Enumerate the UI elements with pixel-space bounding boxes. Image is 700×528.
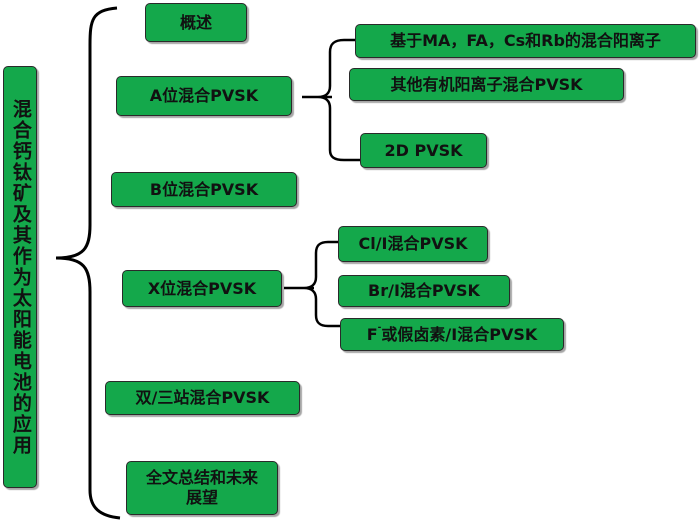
a-site-child-mixed-cation-label: 基于MA，FA，Cs和Rb的混合阳离子 bbox=[390, 31, 661, 50]
branch-a-site: A位混合PVSK bbox=[116, 76, 292, 116]
branch-b-site: B位混合PVSK bbox=[111, 172, 297, 207]
branch-a-site-label: A位混合PVSK bbox=[149, 86, 259, 105]
a-site-child-2d: 2D PVSK bbox=[360, 133, 487, 168]
x-site-child-br-i-label: Br/I混合PVSK bbox=[368, 281, 480, 300]
branch-b-site-label: B位混合PVSK bbox=[149, 179, 259, 199]
a-site-child-2d-label: 2D PVSK bbox=[384, 140, 463, 160]
branch-x-site: X位混合PVSK bbox=[122, 270, 282, 307]
a-site-child-organic: 其他有机阳离子混合PVSK bbox=[349, 68, 624, 101]
main-bracket bbox=[55, 6, 121, 520]
x-site-child-cl-i: Cl/I混合PVSK bbox=[338, 226, 488, 262]
f-text: F bbox=[366, 324, 378, 344]
root-topic: 混合钙钛矿及其作为太阳能电池的应用 bbox=[3, 66, 37, 488]
a-site-child-organic-label: 其他有机阳离子混合PVSK bbox=[390, 74, 583, 94]
branch-overview-label: 概述 bbox=[179, 12, 212, 32]
branch-dual-triple-label: 双/三站混合PVSK bbox=[135, 388, 270, 407]
branch-dual-triple: 双/三站混合PVSK bbox=[105, 381, 300, 415]
minus-superscript: - bbox=[377, 322, 382, 333]
pseudohalide-text: 或假卤素/I混合PVSK bbox=[381, 324, 538, 344]
branch-summary: 全文总结和未来展望 bbox=[126, 461, 278, 515]
x-site-bracket bbox=[284, 240, 340, 328]
a-site-child-mixed-cation: 基于MA，FA，Cs和Rb的混合阳离子 bbox=[355, 24, 696, 58]
x-site-child-f-pseudohalide: F-或假卤素/I混合PVSK bbox=[340, 318, 564, 351]
x-site-child-f-pseudohalide-label: F-或假卤素/I混合PVSK bbox=[366, 322, 538, 345]
x-site-child-br-i: Br/I混合PVSK bbox=[338, 275, 510, 307]
x-site-child-cl-i-label: Cl/I混合PVSK bbox=[358, 234, 468, 253]
a-site-bracket bbox=[302, 38, 360, 162]
branch-summary-label: 全文总结和未来展望 bbox=[145, 468, 258, 507]
branch-x-site-label: X位混合PVSK bbox=[147, 278, 257, 298]
root-topic-label: 混合钙钛矿及其作为太阳能电池的应用 bbox=[9, 98, 32, 456]
branch-overview: 概述 bbox=[145, 3, 247, 42]
